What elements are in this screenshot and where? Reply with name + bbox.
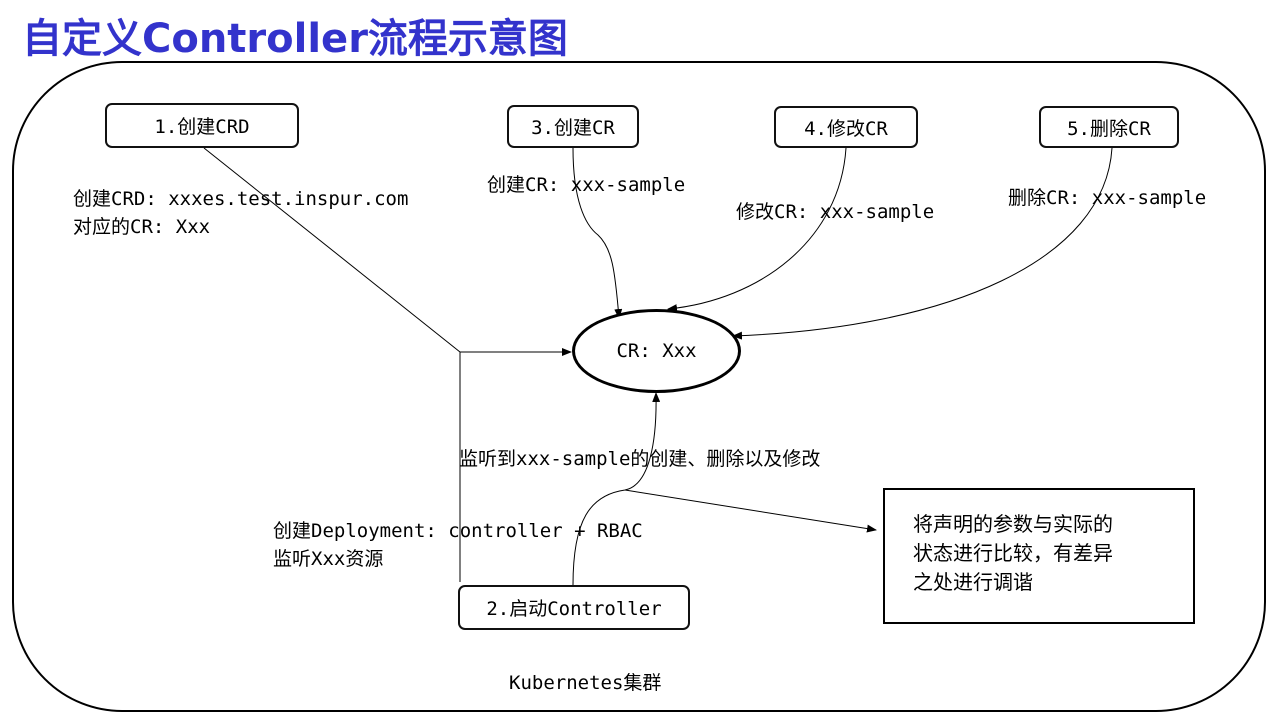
controller-watch-arrow [572,392,661,586]
reconcile-arrow [624,489,877,533]
reconcile-box: 将声明的参数与实际的 状态进行比较，有差异 之处进行调谐 [883,488,1195,624]
deployment-note-line1: 创建Deployment: controller + RBAC [273,520,643,542]
crd-note-line1: 创建CRD: xxxes.test.inspur.com [73,188,409,210]
reconcile-line1: 将声明的参数与实际的 [913,512,1113,536]
step-modify-cr: 4.修改CR [774,106,918,148]
reconcile-line2: 状态进行比较，有差异 [913,541,1113,565]
step-create-cr: 3.创建CR [507,105,639,148]
create-cr-arrow [572,147,623,319]
modify-cr-arrow [667,147,847,313]
crd-note-line2: 对应的CR: Xxx [73,216,211,238]
modify-cr-note: 修改CR: xxx-sample [736,201,935,223]
step-delete-cr: 5.删除CR [1039,106,1179,148]
deployment-note-line2: 监听Xxx资源 [273,548,384,570]
page-title: 自定义Controller流程示意图 [22,16,568,62]
step-start-controller: 2.启动Controller [458,585,690,630]
create-cr-note: 创建CR: xxx-sample [487,174,686,196]
cr-node: CR: Xxx [572,309,741,393]
crd-to-junction-line [203,147,461,353]
delete-cr-arrow [732,147,1113,340]
crd-note: 创建CRD: xxxes.test.inspur.com 对应的CR: Xxx [73,185,408,241]
deployment-note: 创建Deployment: controller + RBAC 监听Xxx资源 [273,517,643,573]
kubernetes-cluster-boundary [12,61,1266,712]
cluster-label: Kubernetes集群 [509,672,662,694]
delete-cr-note: 删除CR: xxx-sample [1008,187,1207,209]
step-create-crd: 1.创建CRD [105,103,299,148]
reconcile-line3: 之处进行调谐 [913,570,1033,594]
watch-note: 监听到xxx-sample的创建、删除以及修改 [459,448,821,470]
